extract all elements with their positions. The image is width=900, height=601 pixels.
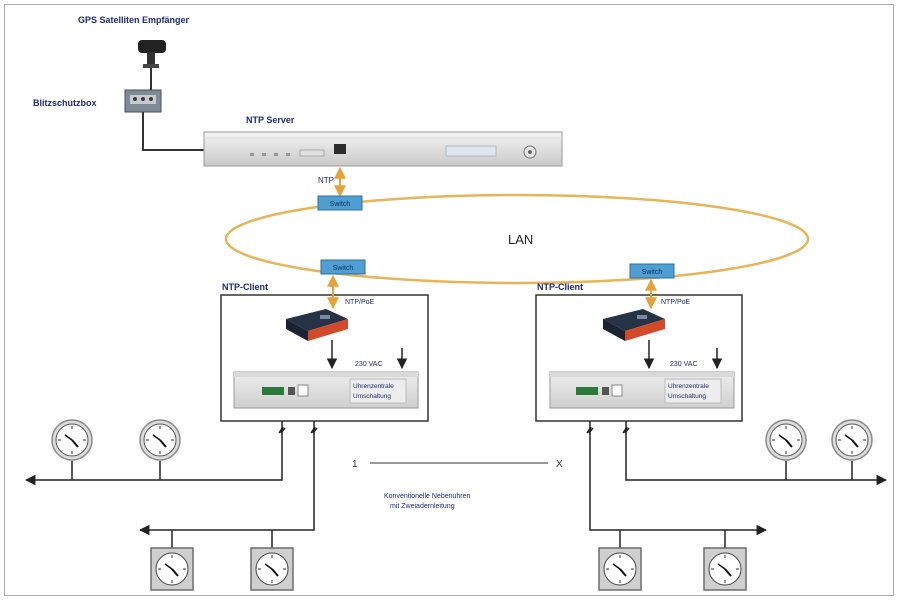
slave-clock-round-3	[765, 419, 807, 461]
switch-right-label: Switch	[642, 269, 663, 276]
right-lower-clock-line	[586, 421, 768, 548]
slave-clock-round-2	[139, 419, 181, 461]
surge-protector-label: Blitzschutzbox	[33, 98, 97, 108]
switch-top: Switch	[317, 195, 363, 211]
surge-cable	[142, 112, 204, 151]
ntp-server-device	[203, 131, 563, 167]
vac-right-label: 230 VAC	[670, 361, 698, 368]
lan-label: LAN	[508, 232, 533, 247]
switch-top-label: Switch	[330, 201, 351, 208]
redundancy-caption-line2: mit Zweiadernleitung	[390, 503, 455, 510]
master-clock-left-device	[233, 371, 419, 409]
slave-clock-square-1	[150, 547, 194, 591]
switch-left-label: Switch	[333, 265, 354, 272]
gps-receiver-label: GPS Satelliten Empfänger	[78, 15, 190, 25]
redundancy-caption-line1: Konventionelle Nebenuhren	[384, 493, 471, 500]
master-clock-right-line1: Uhrenzentrale	[668, 383, 709, 390]
gps-antenna-icon	[138, 40, 166, 68]
ntp-client-left-label: NTP-Client	[222, 282, 268, 292]
switch-left: Switch	[320, 259, 366, 275]
left-upper-clock-line	[24, 421, 286, 486]
ntp-server-label: NTP Server	[246, 115, 295, 125]
diagram-frame	[4, 4, 894, 596]
slave-clock-round-1	[51, 419, 93, 461]
slave-clock-square-2	[250, 547, 294, 591]
ntp-link-label: NTP	[318, 176, 334, 185]
master-clock-right-device	[549, 371, 735, 409]
ntp-poe-left-label: NTP/PoE	[345, 299, 375, 306]
slave-clock-square-4	[703, 547, 747, 591]
slave-clock-round-4	[831, 419, 873, 461]
line-x-marker: X	[556, 459, 563, 470]
master-clock-right-line2: Umschaltung	[668, 393, 706, 400]
master-clock-left-line1: Uhrenzentrale	[353, 383, 394, 390]
ntp-client-right-label: NTP-Client	[537, 282, 583, 292]
line-one-marker: 1	[352, 459, 358, 470]
master-clock-left-line2: Umschaltung	[353, 393, 391, 400]
right-upper-clock-line	[622, 421, 888, 486]
slave-clock-square-3	[598, 547, 642, 591]
vac-left-label: 230 VAC	[355, 361, 383, 368]
switch-right: Switch	[629, 263, 675, 279]
ntp-poe-right-label: NTP/PoE	[661, 299, 691, 306]
lan-ring	[224, 193, 810, 285]
surge-protector-icon	[124, 89, 162, 113]
left-lower-clock-line	[138, 421, 318, 548]
